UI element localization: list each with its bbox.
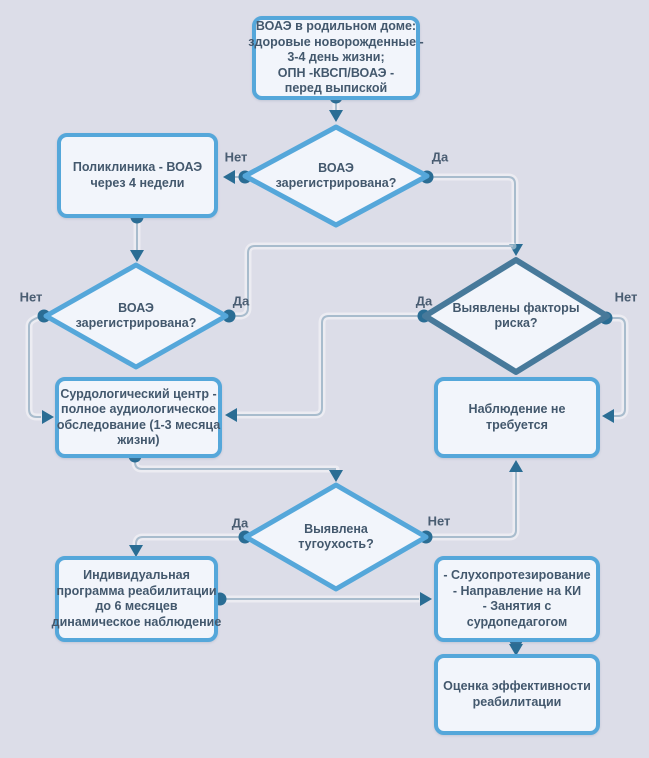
edge-label-oae1-no: Нет (224, 149, 248, 165)
node-evaluation: Оценка эффективности реабилитации (434, 654, 600, 735)
decision-risk-factors-label: Выявлены факторы риска? (452, 300, 580, 331)
edge-label-risk-no: Нет (614, 289, 638, 305)
node-maternity-screening: ВОАЭ в родильном доме: здоровые новорожд… (248, 16, 424, 100)
decision-oae-registered-2: ВОАЭ зарегистрирована? (43, 262, 229, 370)
node-no-followup-label: Наблюдение не требуется (468, 402, 566, 432)
diamond-shape (43, 262, 229, 370)
decision-oae-registered-1: ВОАЭ зарегистрирована? (242, 124, 430, 228)
edge-risk-yes-to-audiology (225, 309, 431, 422)
edge-label-loss-yes: Да (231, 515, 249, 531)
edge-loss-no-to-no-followup (419, 460, 523, 544)
decision-oae-registered-2-label: ВОАЭ зарегистрирована? (75, 300, 197, 331)
node-polyclinic-label: Поликлиника - ВОАЭ через 4 недели (72, 160, 203, 190)
edge-label-oae2-yes: Да (232, 293, 250, 309)
node-interventions: - Слухопротезирование - Направление на К… (434, 556, 600, 642)
node-interventions-label: - Слухопротезирование - Направление на К… (443, 568, 591, 629)
edge-rehab-to-interventions (213, 592, 432, 606)
node-maternity-screening-label: ВОАЭ в родильном доме: здоровые новорожд… (248, 19, 424, 96)
decision-hearing-loss-label: Выявлена тугоухость? (298, 521, 374, 552)
decision-oae-registered-1-label: ВОАЭ зарегистрирована? (275, 160, 397, 191)
node-audiology-center: Сурдологический центр - полное аудиологи… (55, 377, 222, 458)
edge-polyclinic-to-oae2 (130, 210, 144, 262)
diamond-shape (243, 482, 429, 592)
edge-loss-yes-to-rehab (129, 530, 252, 557)
node-audiology-center-label: Сурдологический центр - полное аудиологи… (56, 386, 221, 448)
edge-label-oae1-yes: Да (431, 149, 449, 165)
node-rehab-program-label: Индивидуальная программа реабилитации до… (51, 568, 222, 629)
edge-label-loss-no: Нет (427, 513, 451, 529)
diamond-shape (242, 124, 430, 228)
edge-label-oae2-no: Нет (19, 289, 43, 305)
decision-risk-factors: Выявлены факторы риска? (421, 256, 611, 376)
decision-hearing-loss: Выявлена тугоухость? (243, 482, 429, 592)
diamond-shape (422, 257, 610, 375)
edge-label-risk-yes: Да (415, 293, 433, 309)
node-evaluation-label: Оценка эффективности реабилитации (443, 679, 591, 709)
node-no-followup: Наблюдение не требуется (434, 377, 600, 458)
node-polyclinic: Поликлиника - ВОАЭ через 4 недели (57, 133, 218, 218)
node-rehab-program: Индивидуальная программа реабилитации до… (52, 556, 221, 642)
edge-oae2-yes-to-risk (222, 242, 517, 323)
